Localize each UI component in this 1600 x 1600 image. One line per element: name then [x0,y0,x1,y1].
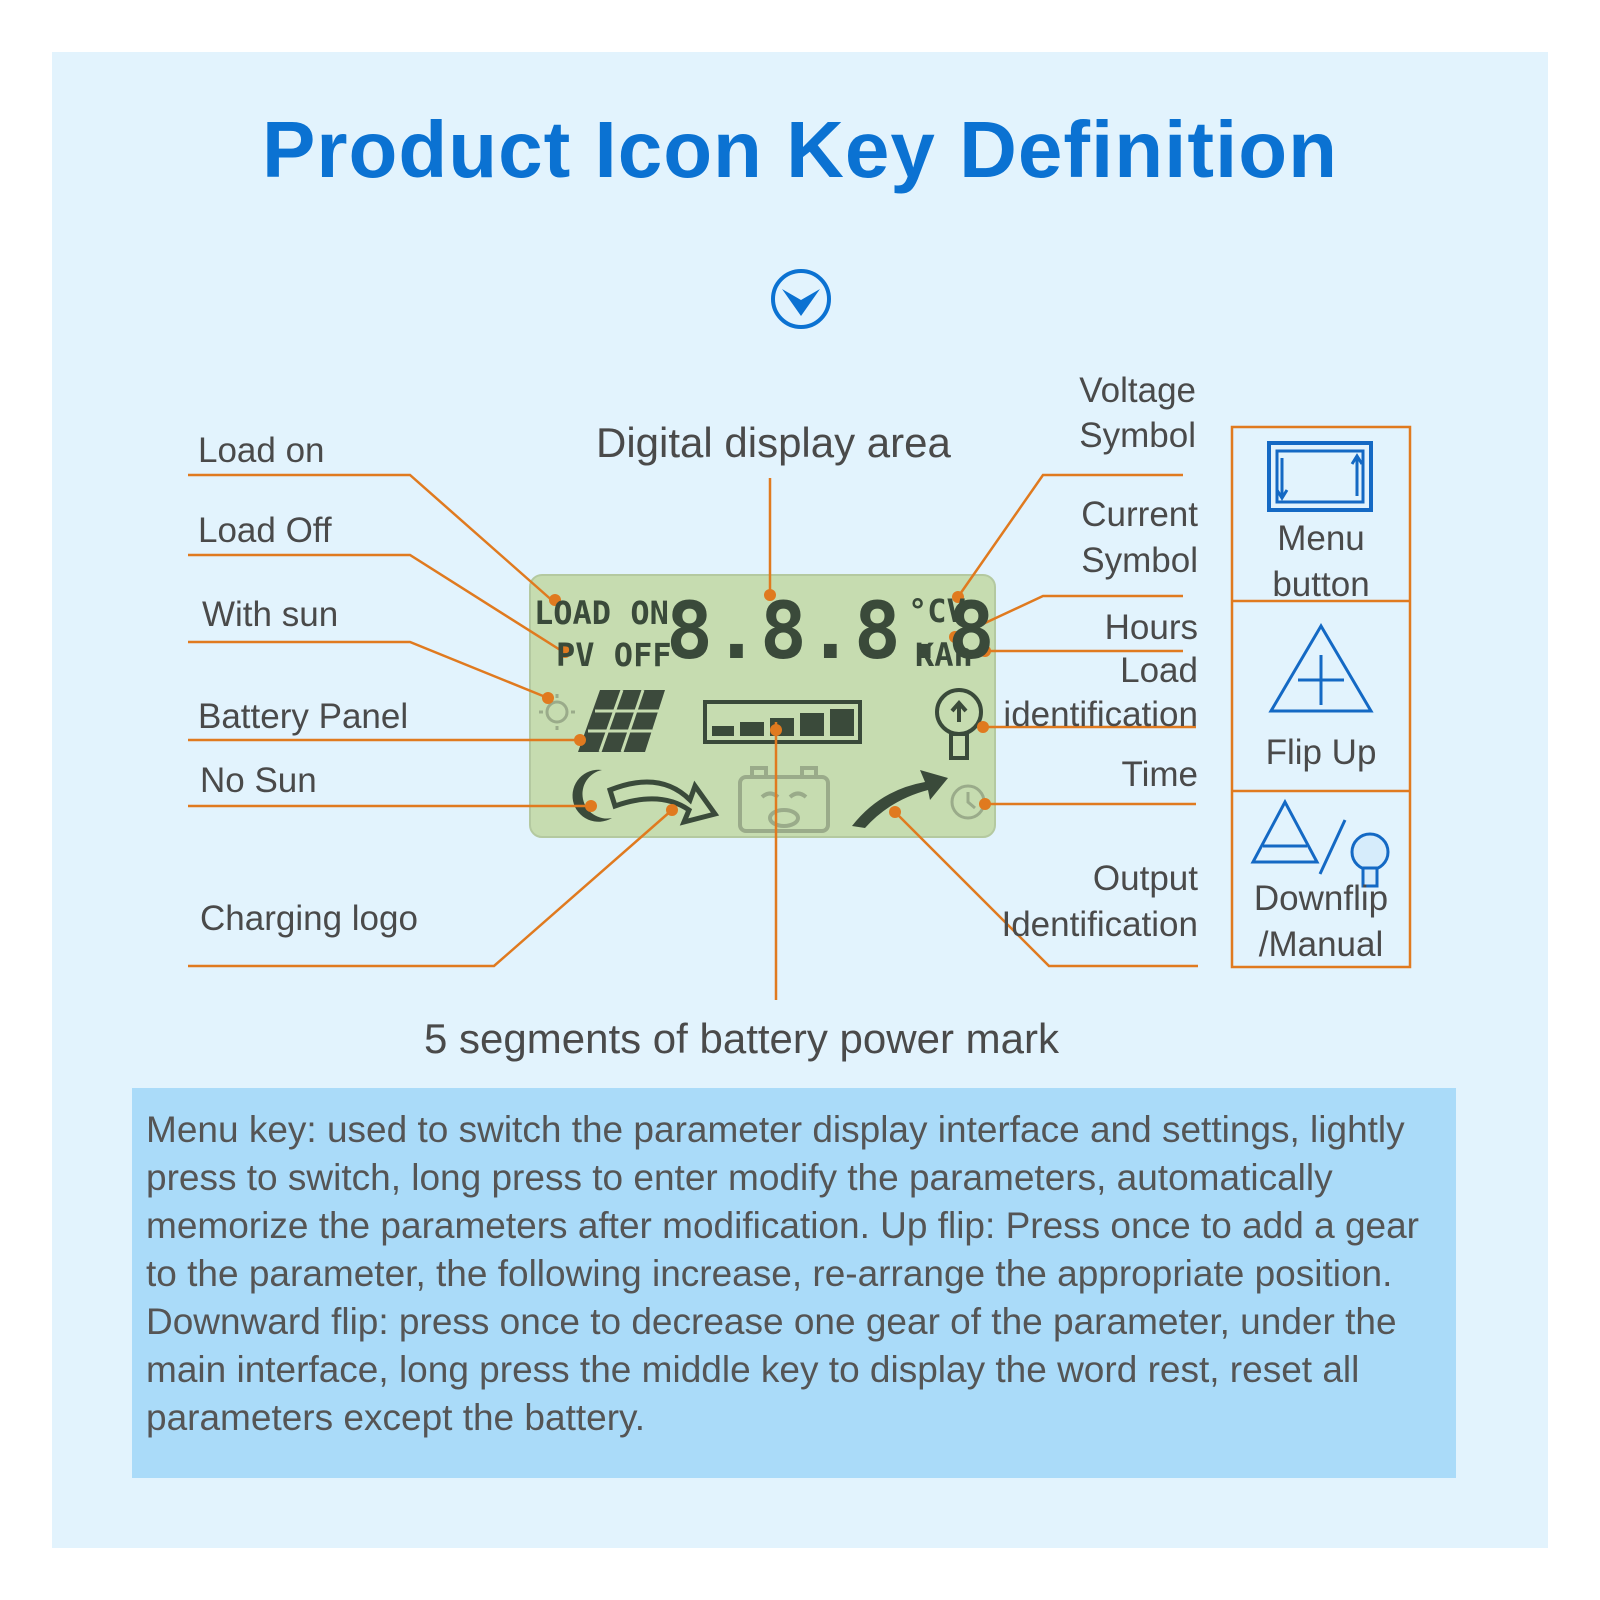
menu-button-icon [1267,441,1373,512]
label-battery-segments: 5 segments of battery power mark [424,1015,1059,1062]
label-downflip-line1: Downflip [1253,879,1389,918]
description-box [132,1088,1456,1478]
bulb-icon [935,688,983,760]
charging-arrow-icon [606,779,720,826]
label-menu-line2: button [1272,565,1370,604]
label-hours: Hours [1104,608,1198,647]
downflip-icon [1250,798,1347,875]
battery-body-icon [738,766,830,833]
label-output-identification-line1: Output [1092,859,1198,898]
button-panel [1230,425,1412,969]
label-voltage-symbol-line2: Symbol [1079,416,1196,455]
label-battery-panel: Battery Panel [198,697,409,736]
sun-icon [539,694,575,730]
label-current-symbol-line1: Current [1081,495,1198,534]
chevron-down-icon [771,269,831,329]
solar-panel-icon [578,689,665,753]
lcd-unit-top: °CV [908,592,966,630]
description-text: Menu key: used to switch the parameter d… [146,1109,1419,1438]
lcd-unit-bottom: KAh [915,636,973,674]
lcd-load-on-text: LOAD ON [534,594,669,632]
leader-lines [188,473,1198,1000]
label-load-identification-line2: identification [1003,695,1198,734]
leader-dots [542,589,991,818]
label-load-on: Load on [198,431,325,470]
output-arrow-icon [852,770,948,828]
manual-bulb-icon [1350,832,1390,888]
lcd-pv-off-text: PV OFF [556,636,672,674]
label-no-sun: No Sun [200,761,317,800]
label-flip-up: Flip Up [1265,733,1377,772]
lcd-display [529,574,996,838]
page-title: Product Icon Key Definition [262,105,1338,194]
label-with-sun: With sun [202,595,339,634]
label-output-identification-line2: Identification [1001,905,1198,944]
label-digital-display-area: Digital display area [596,419,951,466]
label-time: Time [1121,755,1198,794]
label-charging-logo: Charging logo [200,899,418,938]
label-downflip-line2: /Manual [1258,925,1384,964]
lcd-digits: 8.8.8.8 [666,587,995,677]
label-menu-line1: Menu [1277,519,1365,558]
label-load-off: Load Off [198,511,332,550]
moon-icon [572,769,612,822]
label-current-symbol-line2: Symbol [1081,541,1198,580]
label-load-identification-line1: Load [1120,651,1198,690]
flip-up-icon [1268,623,1374,713]
label-voltage-symbol-line1: Voltage [1079,371,1196,410]
